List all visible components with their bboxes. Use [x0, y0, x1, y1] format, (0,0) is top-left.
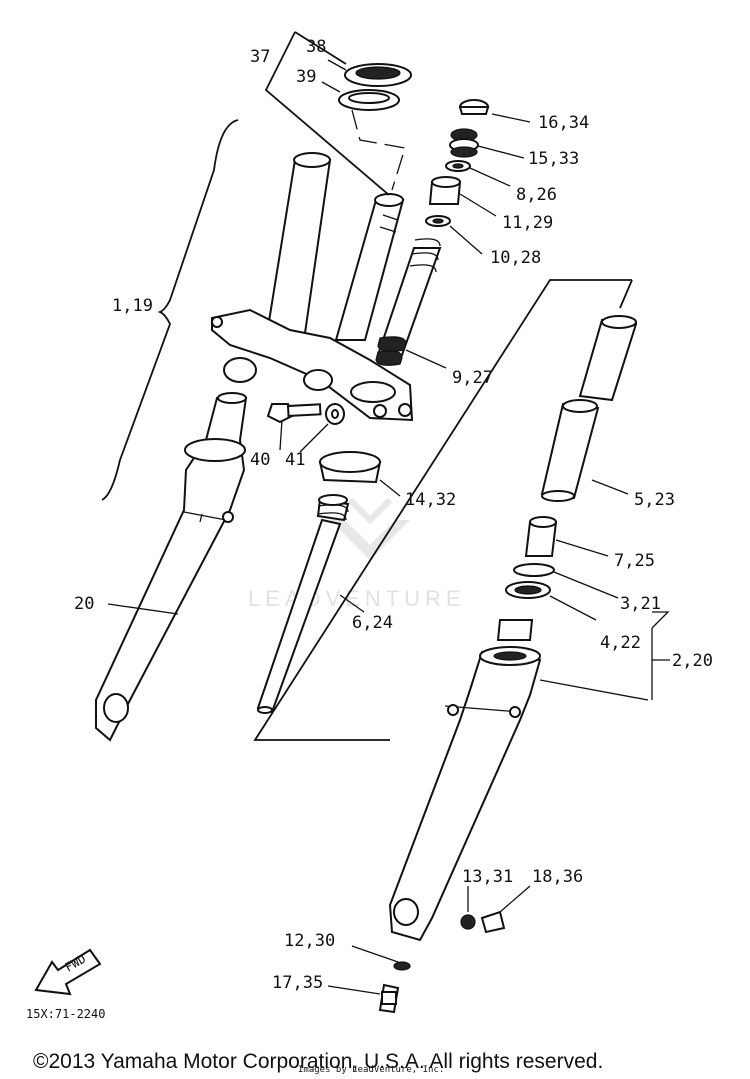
oil-lock-14-32	[318, 451, 382, 484]
oil-seal-4-22	[496, 581, 551, 641]
label-6-24: 6,24	[352, 613, 393, 633]
label-12-30: 12,30	[284, 931, 335, 951]
cap-bolt-16	[458, 99, 490, 115]
circlip-3-21	[513, 563, 555, 577]
bolt-18-36	[480, 910, 506, 934]
label-9-27: 9,27	[452, 368, 493, 388]
label-17-35: 17,35	[272, 973, 323, 993]
fwd-arrow-icon: FWD	[34, 948, 102, 996]
bolt-40	[266, 403, 322, 424]
cylinder-7-25	[524, 516, 558, 557]
label-41: 41	[285, 450, 305, 470]
label-37: 37	[250, 47, 270, 67]
label-10-28: 10,28	[490, 248, 541, 268]
label-16-34: 16,34	[538, 113, 589, 133]
oil-seal-38	[344, 63, 412, 87]
label-18-36: 18,36	[532, 867, 583, 887]
image-credit-overlay: Images by LeadVenture, Inc.	[298, 1065, 444, 1075]
label-20: 20	[74, 594, 94, 614]
washer-41	[325, 403, 345, 425]
label-39: 39	[296, 67, 316, 87]
label-8-26: 8,26	[516, 185, 557, 205]
label-14-32: 14,32	[405, 490, 456, 510]
group-bracket-2-20	[253, 279, 632, 741]
label-4-22: 4,22	[600, 633, 641, 653]
leader-39-stem	[351, 109, 406, 191]
label-1-19: 1,19	[112, 296, 153, 316]
fork-spring-9	[375, 238, 442, 366]
copyright-text: ©2013 Yamaha Motor Corporation, U.S.A. A…	[33, 1050, 603, 1073]
label-7-25: 7,25	[614, 551, 655, 571]
outer-tube-right	[388, 646, 542, 942]
washer-13-31	[460, 914, 476, 930]
label-40: 40	[250, 450, 270, 470]
label-11-29: 11,29	[502, 213, 553, 233]
fork-assembly-left	[95, 152, 414, 742]
group-bracket-37	[264, 31, 390, 196]
washer-10	[425, 215, 451, 227]
dust-seal-39	[338, 89, 400, 111]
label-2-20: 2,20	[672, 651, 713, 671]
leader-lines	[107, 59, 670, 995]
damper-rod-6-24	[256, 494, 350, 714]
leadventure-watermark: LEADVENTURE	[248, 497, 466, 611]
label-15-33: 15,33	[528, 149, 579, 169]
label-13-31: 13,31	[462, 867, 513, 887]
watermark-text: LEADVENTURE	[248, 586, 466, 611]
label-3-21: 3,21	[620, 594, 661, 614]
washer-12-30	[393, 961, 411, 971]
label-38: 38	[306, 37, 326, 57]
inner-tube-5-23	[540, 315, 638, 502]
oring-15	[449, 128, 479, 158]
bolt-17-35	[378, 983, 400, 1014]
spacer-11	[428, 176, 462, 205]
callout-labels: 37 38 39 16,34 15,33 8,26 11,29 10,28 1,…	[74, 37, 713, 993]
label-5-23: 5,23	[634, 490, 675, 510]
washer-8	[445, 160, 471, 172]
diagram-code: 15X:71-2240	[26, 1007, 105, 1021]
group-bracket-1-19	[101, 119, 239, 501]
